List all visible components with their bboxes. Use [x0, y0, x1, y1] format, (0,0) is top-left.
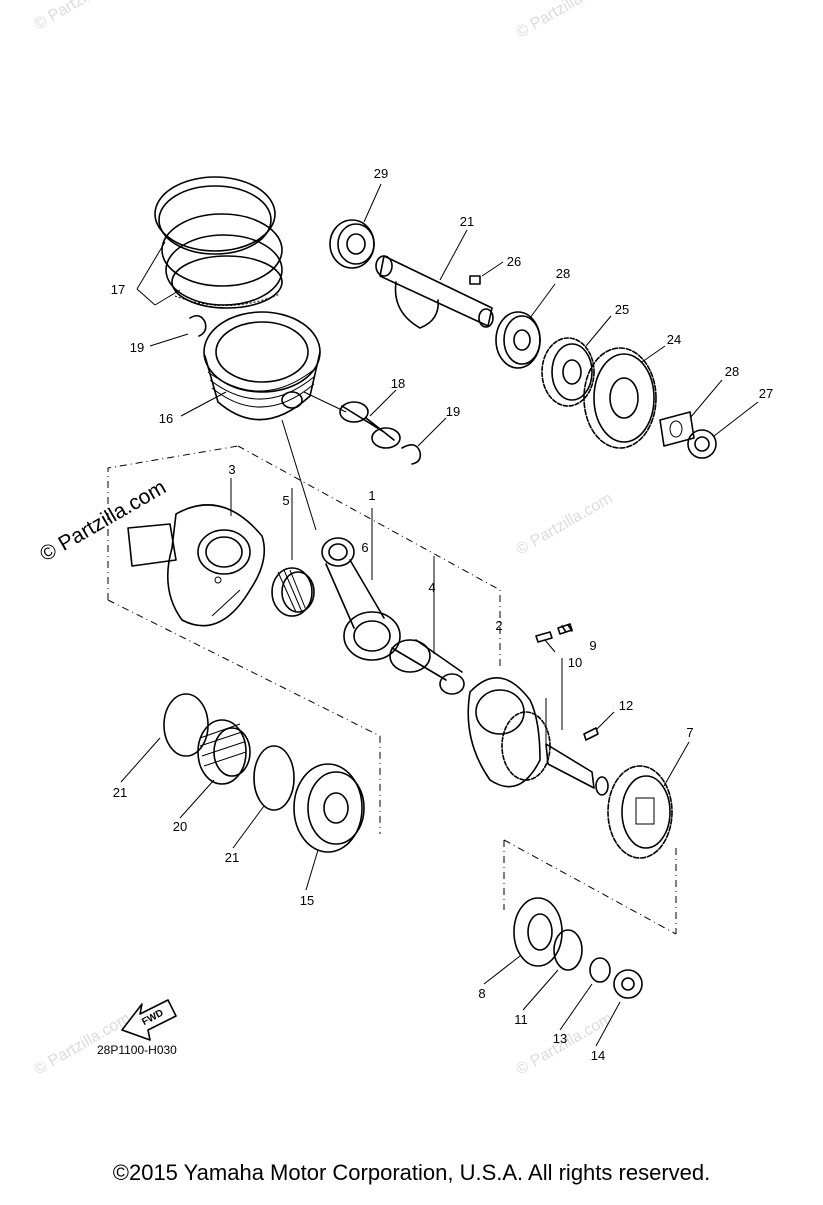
balancer-shaft	[375, 255, 494, 329]
key-25	[469, 275, 481, 285]
crankshaft-left	[127, 504, 266, 627]
callout-2: 2	[495, 618, 502, 633]
washer-13	[589, 957, 611, 983]
gear-23	[583, 347, 657, 449]
callout-23: 24	[667, 332, 681, 347]
watermark-mid-right: © Partzilla.com	[514, 490, 616, 559]
callout-21-right: 21	[225, 850, 239, 865]
callout-8: 8	[478, 986, 485, 1001]
callout-5: 5	[282, 493, 289, 508]
callout-16: 16	[159, 411, 173, 426]
callout-7: 7	[686, 725, 693, 740]
callout-22: 21	[460, 214, 474, 229]
circlip-left	[189, 314, 207, 337]
copyright-notice: ©2015 Yamaha Motor Corporation, U.S.A. A…	[112, 1160, 711, 1185]
circlip-right	[401, 444, 422, 465]
callout-20: 20	[173, 819, 187, 834]
callout-29: 29	[374, 166, 388, 181]
callout-21-left: 21	[113, 785, 127, 800]
callout-26: 27	[759, 386, 773, 401]
watermark-top-left: © Partzilla.com	[32, 0, 134, 33]
watermark-main: © Partzilla.com	[36, 476, 170, 567]
callout-13: 13	[553, 1031, 567, 1046]
callout-28: 28	[556, 266, 570, 281]
callout-9: 9	[589, 638, 596, 653]
callout-14: 14	[591, 1048, 605, 1063]
circlip-21-upper	[163, 693, 209, 757]
callout-12: 12	[619, 698, 633, 713]
callout-27: 28	[725, 364, 739, 379]
callout-19-right: 19	[446, 404, 460, 419]
callout-3: 3	[228, 462, 235, 477]
callout-19-left: 19	[130, 340, 144, 355]
fwd-label: FWD	[140, 1008, 165, 1028]
crank-pin	[389, 639, 465, 695]
sleeve-20	[197, 719, 251, 785]
nut-26	[687, 429, 717, 459]
washer-27	[659, 411, 695, 447]
callout-1: 1	[368, 488, 375, 503]
key-12	[583, 727, 599, 741]
piston-rings	[154, 176, 283, 309]
pin-10	[535, 631, 553, 643]
callout-18: 18	[391, 376, 405, 391]
callout-10: 10	[568, 655, 582, 670]
spring-9	[557, 623, 573, 635]
connecting-rod	[321, 537, 401, 661]
nut-14	[613, 969, 643, 999]
piston	[203, 311, 321, 421]
callout-17: 17	[111, 282, 125, 297]
callout-15: 15	[300, 893, 314, 908]
gear-7	[607, 765, 673, 859]
crankshaft-right	[467, 677, 609, 796]
bearing-28	[495, 311, 541, 369]
diagram-code: 28P1100-H030	[97, 1043, 177, 1057]
bearing-29	[329, 219, 375, 269]
gear-24	[541, 337, 595, 407]
needle-bearing	[271, 567, 315, 617]
callout-24: 25	[615, 302, 629, 317]
circlip-11	[553, 929, 583, 971]
callout-6: 6	[361, 540, 368, 555]
fwd-arrow-icon: FWD	[121, 999, 177, 1041]
bearing-15	[293, 763, 365, 853]
watermark-top-right: © Partzilla.com	[514, 0, 616, 41]
callout-11: 11	[514, 1012, 528, 1027]
callout-25: 26	[507, 254, 521, 269]
callout-4: 4	[428, 580, 435, 595]
piston-pin	[339, 401, 401, 449]
callouts: 29 21 26 28 25 24 28 27 17 19 18 19 16 3…	[111, 166, 773, 1063]
watermarks: © Partzilla.com © Partzilla.com © Partzi…	[32, 0, 616, 1078]
circlip-21-lower	[253, 745, 295, 811]
